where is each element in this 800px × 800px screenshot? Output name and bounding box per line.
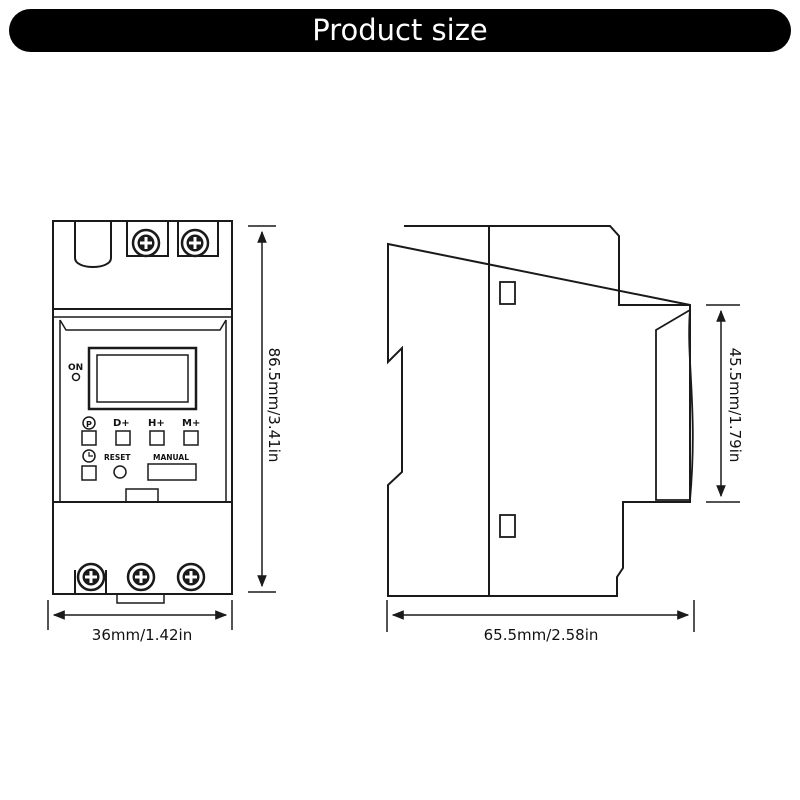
hour-plus-button[interactable] xyxy=(149,430,165,446)
front-height-dimension: 86.5mm/3.41in xyxy=(248,225,283,593)
side-vent-bottom xyxy=(499,514,516,538)
screw-terminal-icon xyxy=(180,228,210,258)
program-button[interactable] xyxy=(81,430,97,446)
screw-terminal-icon xyxy=(176,562,206,592)
on-led xyxy=(71,372,81,382)
title-banner: Product size xyxy=(9,9,791,52)
on-label: ON xyxy=(68,363,83,373)
program-icon xyxy=(82,416,96,430)
front-latch xyxy=(125,488,159,503)
side-depth-dimension: 65.5mm/2.58in xyxy=(386,600,695,644)
minute-plus-button[interactable] xyxy=(183,430,199,446)
manual-button[interactable] xyxy=(147,463,197,481)
front-body-outline xyxy=(52,220,233,595)
front-width-label: 36mm/1.42in xyxy=(92,626,192,644)
top-slot xyxy=(74,221,112,268)
screw-terminal-icon xyxy=(76,562,106,592)
page-title: Product size xyxy=(312,13,488,47)
din-clip xyxy=(116,593,165,604)
lcd-display xyxy=(87,346,198,411)
day-plus-button[interactable] xyxy=(115,430,131,446)
front-view: ON P D+ H+ M+ RESET MANUAL xyxy=(52,220,233,604)
side-front-height-dimension: 45.5mm/1.79in xyxy=(706,304,744,503)
d-plus-label: D+ xyxy=(113,418,130,429)
side-body-outline xyxy=(387,225,691,597)
front-width-dimension: 36mm/1.42in xyxy=(47,600,233,644)
reset-button[interactable] xyxy=(113,465,127,479)
screw-terminal-icon xyxy=(131,228,161,258)
side-front-cover xyxy=(655,308,694,501)
side-vent-top xyxy=(499,281,516,305)
manual-label: MANUAL xyxy=(153,453,189,462)
front-height-label: 86.5mm/3.41in xyxy=(265,348,283,463)
h-plus-label: H+ xyxy=(148,418,165,429)
side-view xyxy=(387,225,694,597)
clock-icon xyxy=(82,449,96,463)
reset-label: RESET xyxy=(104,453,131,462)
svg-text:P: P xyxy=(86,420,92,429)
clock-button[interactable] xyxy=(81,465,97,481)
m-plus-label: M+ xyxy=(182,418,200,429)
screw-terminal-icon xyxy=(126,562,156,592)
side-depth-label: 65.5mm/2.58in xyxy=(484,626,599,644)
side-front-height-label: 45.5mm/1.79in xyxy=(726,348,744,463)
